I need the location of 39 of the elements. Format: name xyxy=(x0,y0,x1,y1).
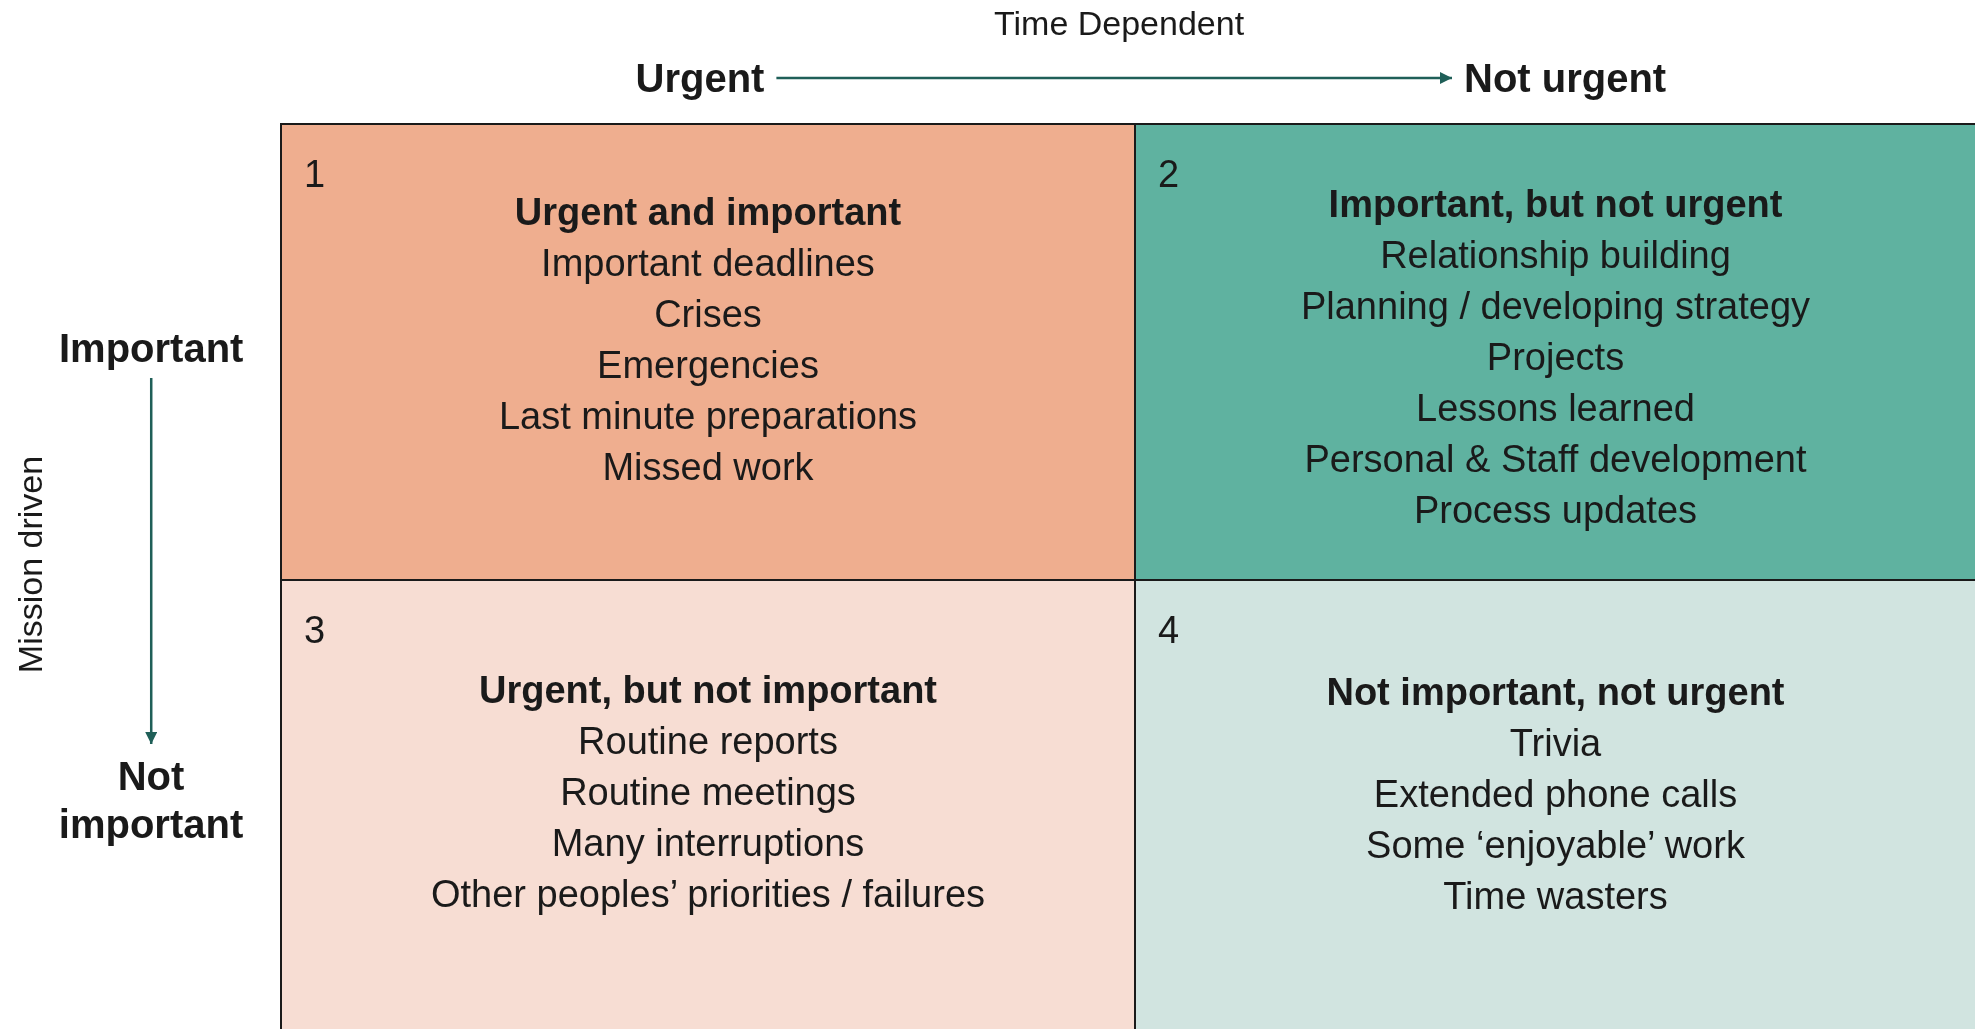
list-item: Process updates xyxy=(1413,488,1698,533)
arrow xyxy=(144,378,158,744)
list-item: Many interruptions xyxy=(551,821,865,866)
quadrant-panel xyxy=(1134,579,1975,1029)
list-item: Planning / developing strategy xyxy=(1300,284,1811,329)
axis-label: Not important xyxy=(51,752,251,848)
list-item: Crises xyxy=(654,292,762,337)
list-item: Routine reports xyxy=(578,719,838,764)
list-item: Important deadlines xyxy=(541,241,875,286)
list-item: Trivia xyxy=(1509,721,1602,766)
axis-label: Urgent xyxy=(635,54,765,102)
axis-title: Mission driven xyxy=(10,455,50,673)
list-item: Lessons learned xyxy=(1416,386,1695,431)
quadrant-panel xyxy=(280,579,1136,1029)
quadrant-panel xyxy=(1134,123,1975,581)
list-item: Last minute preparations xyxy=(498,394,918,439)
arrow xyxy=(776,71,1452,85)
list-item: Extended phone calls xyxy=(1373,772,1738,817)
axis-label: Not urgent xyxy=(1464,54,1667,102)
list-item: Emergencies xyxy=(597,343,819,388)
quadrant-number: 1 xyxy=(304,153,326,196)
quadrant-number: 4 xyxy=(1158,609,1180,652)
quadrant-heading: Not important, not urgent xyxy=(1326,670,1785,715)
quadrant-heading: Urgent, but not important xyxy=(478,668,937,713)
list-item: Routine meetings xyxy=(560,770,856,815)
list-item: Personal & Staff development xyxy=(1304,437,1807,482)
quadrant-number: 3 xyxy=(304,609,326,652)
list-item: Missed work xyxy=(602,445,814,490)
list-item: Other peoples’ priorities / failures xyxy=(430,872,986,917)
quadrant-panel xyxy=(280,123,1136,581)
list-item: Time wasters xyxy=(1443,874,1668,919)
axis-title: Time Dependent xyxy=(994,4,1245,43)
list-item: Relationship building xyxy=(1380,233,1731,278)
quadrant-number: 2 xyxy=(1158,153,1180,196)
list-item: Projects xyxy=(1486,335,1625,380)
axis-label: Important xyxy=(59,324,244,372)
list-item: Some ‘enjoyable’ work xyxy=(1366,823,1745,868)
quadrant-heading: Important, but not urgent xyxy=(1328,182,1783,227)
quadrant-heading: Urgent and important xyxy=(514,190,902,235)
